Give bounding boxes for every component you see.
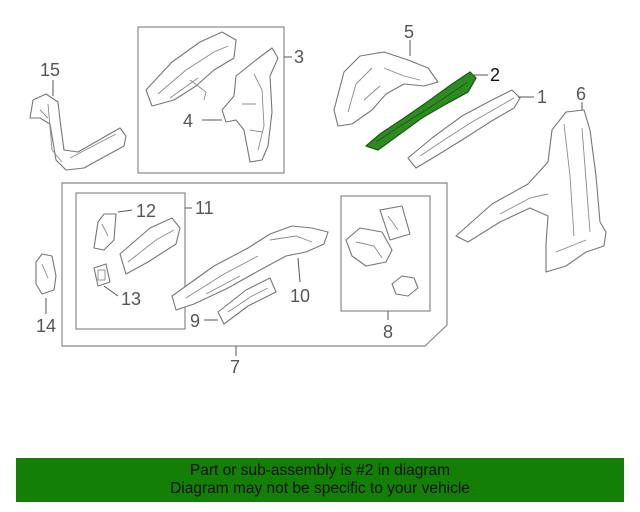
part-1[interactable] xyxy=(407,89,521,169)
group-box-7 xyxy=(61,182,448,347)
group-box-3 xyxy=(137,26,285,174)
part-5[interactable] xyxy=(333,51,439,127)
leader-10 xyxy=(297,257,301,283)
part-8-bracket-upper[interactable] xyxy=(379,205,411,241)
callout-5: 5 xyxy=(404,22,414,42)
part-8-bracket-lower[interactable] xyxy=(391,275,419,297)
group-box-11 xyxy=(75,192,186,330)
part-2-highlighted[interactable] xyxy=(365,71,477,151)
callout-6: 6 xyxy=(576,84,586,104)
callout-12: 12 xyxy=(136,201,156,221)
group-box-8 xyxy=(340,195,431,312)
part-8-bracket-middle[interactable] xyxy=(345,227,393,267)
callout-15: 15 xyxy=(40,60,60,80)
part-9[interactable] xyxy=(217,277,277,325)
part-10[interactable] xyxy=(171,225,329,311)
callout-8: 8 xyxy=(383,322,393,342)
part-6[interactable] xyxy=(455,109,607,273)
info-banner: Part or sub-assembly is #2 in diagram Di… xyxy=(16,458,624,502)
callout-3: 3 xyxy=(294,47,304,67)
part-11-rail[interactable] xyxy=(119,217,181,275)
callout-14: 14 xyxy=(36,316,56,336)
banner-line-2: Diagram may not be specific to your vehi… xyxy=(170,480,470,497)
leader-12 xyxy=(117,209,133,213)
part-4[interactable] xyxy=(221,47,279,163)
callout-1: 1 xyxy=(537,87,547,107)
callout-10: 10 xyxy=(290,286,310,306)
callout-4: 4 xyxy=(183,111,193,131)
part-13[interactable] xyxy=(93,263,111,287)
callout-13: 13 xyxy=(121,289,141,309)
part-3[interactable] xyxy=(145,31,237,107)
banner-line-1: Part or sub-assembly is #2 in diagram xyxy=(189,462,451,479)
callout-9: 9 xyxy=(190,311,200,331)
part-14[interactable] xyxy=(35,253,57,295)
callout-2: 2 xyxy=(490,65,500,85)
part-12[interactable] xyxy=(93,213,117,251)
parts-diagram: 15 3 4 5 2 1 6 12 11 13 10 9 8 7 14 xyxy=(29,22,607,377)
part-15[interactable] xyxy=(29,93,127,171)
callout-7: 7 xyxy=(230,357,240,377)
callout-11: 11 xyxy=(195,198,214,218)
leader-13 xyxy=(103,285,119,297)
